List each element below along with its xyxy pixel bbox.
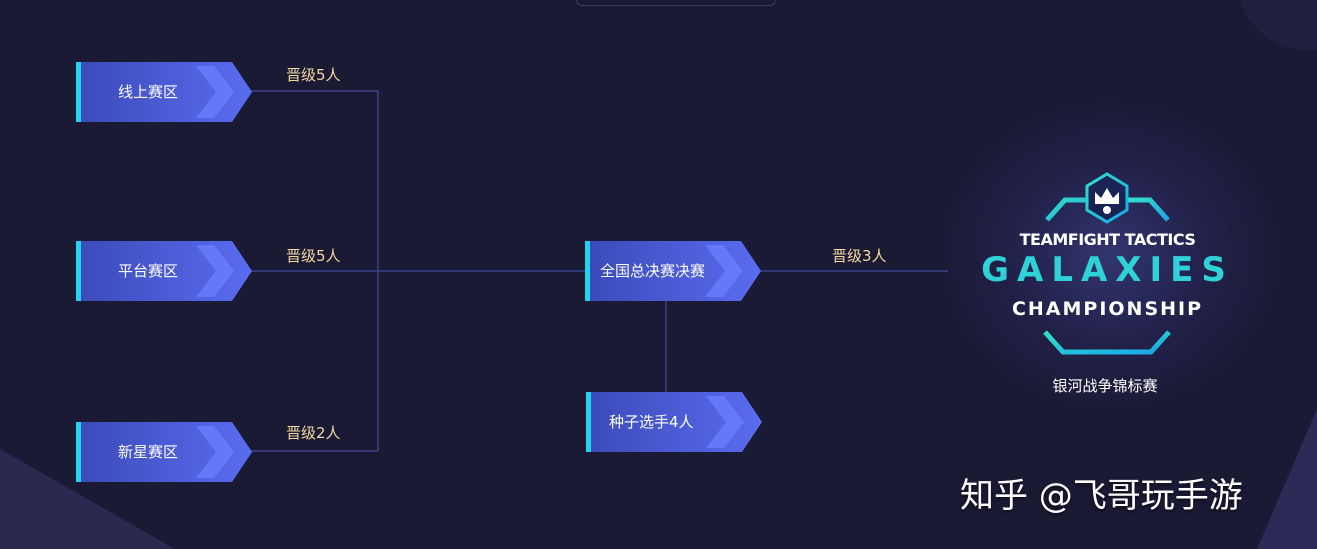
node-shape — [76, 62, 252, 122]
advance-label-newstar: 晋级2人 — [286, 424, 341, 442]
node-shape — [586, 392, 762, 452]
node-seed-players: 种子选手4人 — [586, 392, 762, 452]
node-label: 线上赛区 — [118, 83, 179, 101]
logo-line-galaxies: GALAXIES — [981, 250, 1234, 290]
logo-line-tft: TEAMFIGHT TACTICS — [1019, 230, 1196, 249]
node-online-region: 线上赛区 — [76, 62, 252, 122]
node-shape — [76, 241, 252, 301]
node-label: 全国总决赛决赛 — [600, 262, 706, 280]
node-national-final: 全国总决赛决赛 — [585, 241, 761, 301]
advance-label-final: 晋级3人 — [832, 247, 887, 265]
logo-frame — [1043, 172, 1171, 355]
node-label: 种子选手4人 — [609, 413, 694, 431]
node-label: 新星赛区 — [118, 443, 179, 461]
advance-label-platform: 晋级5人 — [286, 247, 341, 265]
background-shape-bottom-right — [1257, 409, 1317, 549]
logo-line-championship: CHAMPIONSHIP — [1011, 298, 1204, 320]
node-platform-region: 平台赛区 — [76, 241, 252, 301]
node-newstar-region: 新星赛区 — [76, 422, 252, 482]
logo-glow — [935, 95, 1285, 415]
logo-subtitle: 银河战争锦标赛 — [1052, 377, 1158, 395]
advance-label-online: 晋级5人 — [286, 66, 341, 84]
zhihu-watermark: 知乎 @飞哥玩手游 — [960, 476, 1243, 516]
node-shape — [76, 422, 252, 482]
node-shape — [585, 241, 761, 301]
tft-galaxies-logo: TEAMFIGHT TACTICS GALAXIES CHAMPIONSHIP — [955, 170, 1260, 360]
node-label: 平台赛区 — [118, 262, 179, 280]
